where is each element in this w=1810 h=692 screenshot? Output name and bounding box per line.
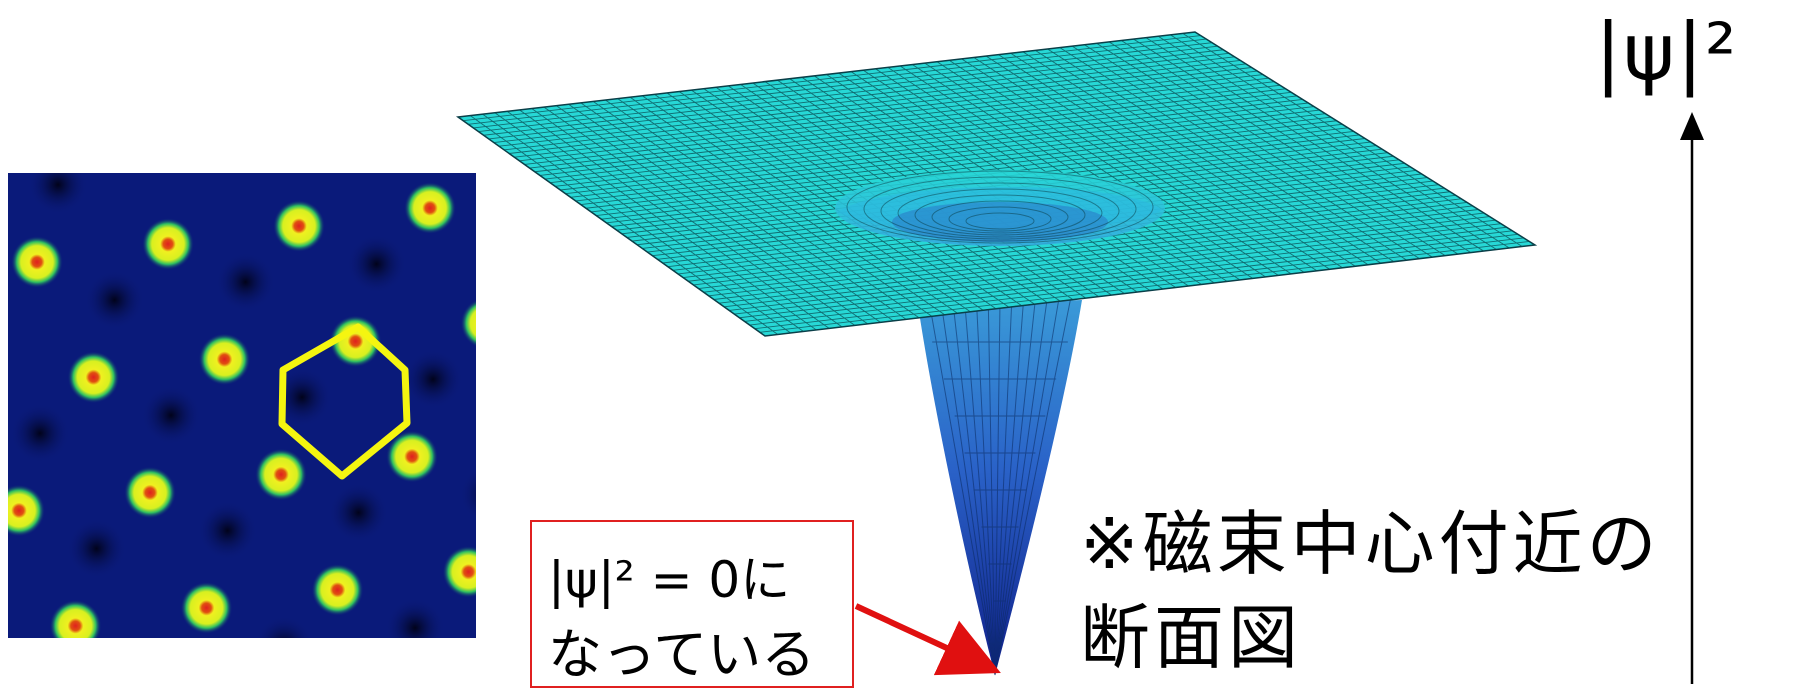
dip-contour	[846, 170, 1154, 244]
funnel-strip	[964, 303, 996, 676]
mesh-line	[1121, 40, 1459, 255]
dip-contour	[897, 188, 1103, 238]
funnel-strip	[976, 303, 996, 676]
unit-cell-hexagon	[278, 323, 411, 480]
vortex-spot	[255, 448, 307, 501]
vortex-spot	[198, 333, 251, 386]
dip-contour	[965, 212, 1035, 230]
mesh-line	[724, 216, 1490, 308]
lattice-shadow	[534, 331, 594, 391]
mesh-line	[1157, 35, 1497, 250]
lattice-shadow	[215, 252, 276, 312]
vortex-spot	[386, 430, 438, 483]
vortex-lattice-image	[0, 121, 594, 638]
mesh-line	[1133, 38, 1472, 253]
vortex-spot	[180, 581, 233, 634]
funnel-strip	[994, 301, 1024, 676]
mesh-line	[759, 241, 1530, 333]
note-line-1: |ψ|² = 0に	[548, 551, 791, 609]
mesh-line	[1084, 44, 1420, 260]
lattice-shadow	[385, 597, 445, 638]
funnel-strip	[987, 302, 996, 676]
note-line-2: なっている	[548, 623, 816, 686]
vortex-spot	[124, 466, 176, 519]
mesh-line	[749, 233, 1519, 326]
lattice-shadow	[459, 467, 476, 522]
funnel-strip	[940, 304, 996, 676]
mesh-line	[754, 237, 1524, 330]
vortex-spot	[67, 351, 120, 404]
lattice-shadow	[84, 270, 145, 330]
lattice-shadow	[141, 385, 201, 446]
pointer-arrow	[854, 603, 1001, 676]
dip-contour	[931, 200, 1069, 234]
vortex-core-funnel	[918, 300, 1082, 676]
funnel-strip	[952, 303, 996, 676]
lattice-shadow	[28, 173, 88, 215]
arrow-head-icon	[1680, 112, 1704, 140]
lattice-shadow	[478, 216, 538, 276]
mesh-line	[1182, 33, 1523, 247]
mesh-line	[1170, 34, 1510, 249]
lattice-shadow	[328, 482, 389, 543]
vortex-spot	[329, 315, 382, 368]
mesh-line	[734, 223, 1502, 315]
funnel-strip	[994, 301, 1036, 676]
vortex-spot	[311, 563, 364, 616]
vortex-spot	[8, 484, 45, 537]
mesh-line	[1145, 37, 1484, 252]
caption-line-1: ※磁束中心付近の	[1080, 503, 1661, 585]
vortex-spot	[404, 182, 456, 234]
mesh-line	[744, 230, 1513, 322]
zero-note-box	[530, 520, 854, 688]
order-parameter-surface	[455, 31, 1538, 337]
lattice-shadow	[197, 500, 258, 561]
funnel-strip	[994, 300, 1060, 676]
lattice-shadow	[272, 367, 332, 428]
lattice-shadow	[66, 518, 127, 579]
mesh-line	[729, 219, 1496, 311]
lattice-shadow	[137, 633, 169, 638]
dip-contour	[863, 176, 1137, 242]
vortex-spot	[460, 299, 476, 348]
mesh-line	[718, 212, 1485, 304]
dip-contour	[948, 206, 1052, 232]
funnel-strip	[994, 300, 1071, 676]
dip-contour	[880, 182, 1120, 240]
caption-line-2: 断面図	[1080, 597, 1302, 679]
funnel-strip	[994, 301, 1048, 676]
psi-squared-axis-label: |ψ|²	[1595, 8, 1739, 98]
vortex-spot	[442, 545, 476, 598]
funnel-strip	[994, 302, 1001, 676]
lattice-shadow	[403, 349, 463, 410]
vortex-spot	[142, 218, 194, 270]
lattice-shadow	[255, 615, 313, 638]
vortex-spot	[273, 200, 325, 252]
vortex-spot	[0, 121, 7, 173]
lattice-shadow	[10, 403, 70, 464]
funnel-strip	[994, 302, 1013, 676]
dip-contour	[914, 194, 1086, 236]
mesh-line	[1108, 41, 1446, 256]
mesh-line	[1096, 42, 1433, 258]
vortex-spot	[49, 599, 102, 638]
mesh-line	[713, 209, 1479, 300]
lattice-shadow	[346, 234, 407, 294]
mesh-line	[739, 226, 1507, 319]
vortex-spot	[11, 236, 63, 288]
funnel-strip	[929, 304, 996, 676]
